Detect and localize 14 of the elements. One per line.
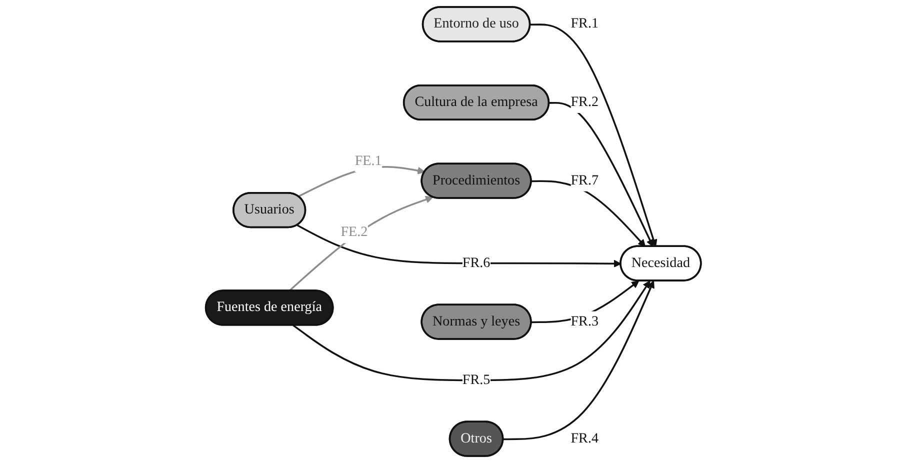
edge-label: FR.3 (570, 314, 599, 329)
arrow (288, 196, 434, 292)
edge-label: FR.6 (462, 255, 490, 270)
arrow (532, 180, 646, 247)
arrow (296, 224, 622, 268)
arrow (530, 24, 658, 247)
arrow (549, 102, 654, 247)
edge-label: FE.1 (354, 154, 382, 168)
edge-label: FR.2 (570, 94, 599, 110)
edge-label: FR.7 (570, 172, 599, 188)
edge-label: FR.4 (570, 430, 599, 446)
edge-label: FR.5 (462, 372, 490, 388)
edge-label: FE.2 (340, 224, 368, 240)
edge-label: FR.1 (570, 16, 599, 32)
